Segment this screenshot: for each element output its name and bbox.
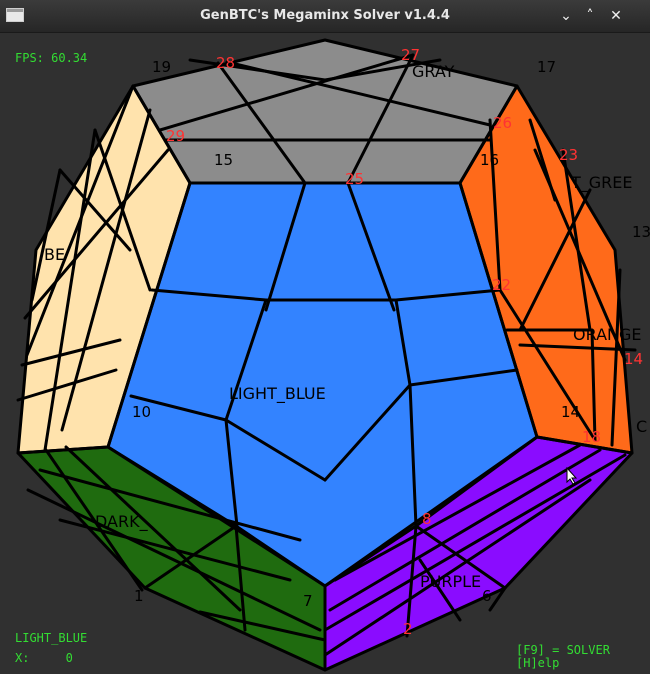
- piece-number: 27: [401, 46, 420, 64]
- fps-counter: FPS: 60.34: [15, 51, 88, 65]
- piece-number: 15: [214, 151, 233, 169]
- mouse-pointer-icon: [566, 467, 578, 485]
- piece-number: 28: [216, 54, 235, 72]
- piece-number: 25: [345, 170, 364, 188]
- window-title: GenBTC's Megaminx Solver v1.4.4: [200, 8, 450, 23]
- orange-sticker-lines: [488, 118, 637, 447]
- piece-number: 14: [624, 350, 643, 368]
- piece-number: 7: [303, 592, 313, 610]
- face-label-top: GRAY: [412, 62, 455, 81]
- face-label-bottom-left: DARK_: [95, 512, 149, 532]
- piece-number: 26: [493, 114, 512, 132]
- piece-number: 1: [134, 587, 144, 605]
- face-label-bottom-right: PURPLE: [420, 572, 481, 591]
- face-light-blue-outline: [106, 181, 539, 588]
- piece-number: 22: [492, 276, 511, 294]
- gray-sticker-lines: [158, 53, 492, 185]
- face-label-right: ORANGE: [573, 325, 641, 344]
- face-label-right-edge: C: [636, 417, 647, 436]
- light-blue-sticker-lines: [129, 181, 519, 528]
- close-button[interactable]: ✕: [610, 8, 622, 24]
- piece-number: 18: [582, 428, 601, 446]
- purple-sticker-lines: [323, 443, 627, 657]
- maximize-button[interactable]: ˄: [586, 8, 594, 24]
- minimize-button[interactable]: ⌄: [560, 8, 572, 24]
- current-face-readout: LIGHT_BLUE: [15, 631, 88, 645]
- piece-number: 14: [561, 403, 580, 421]
- piece-number: 2: [403, 620, 413, 638]
- piece-number: 16: [480, 151, 499, 169]
- face-beige[interactable]: [18, 86, 190, 453]
- face-light-blue[interactable]: [108, 183, 537, 586]
- piece-number: 10: [132, 403, 151, 421]
- piece-number: 19: [152, 58, 171, 76]
- piece-number: 6: [482, 587, 492, 605]
- x-rotation-readout: X: 0: [15, 651, 73, 665]
- piece-number: 17: [537, 58, 556, 76]
- face-label-right-top: T_GREE: [570, 173, 633, 193]
- dark-green-sticker-lines: [26, 445, 327, 642]
- piece-number: 29: [166, 127, 185, 145]
- face-label-front: LIGHT_BLUE: [229, 384, 326, 404]
- megaminx-canvas[interactable]: LIGHT_BLUE GRAY BE T_GREE ORANGE C DARK_…: [0, 33, 650, 674]
- app-window-icon: [6, 8, 24, 22]
- solver-hint: [F9] = SOLVER: [516, 643, 610, 657]
- piece-number: 8: [422, 510, 432, 528]
- piece-number: 13: [632, 223, 650, 241]
- render-viewport[interactable]: LIGHT_BLUE GRAY BE T_GREE ORANGE C DARK_…: [0, 33, 650, 674]
- piece-number: 23: [559, 146, 578, 164]
- face-orange[interactable]: [460, 86, 632, 453]
- face-label-left: BE: [44, 245, 65, 264]
- title-bar[interactable]: GenBTC's Megaminx Solver v1.4.4 ⌄ ˄ ✕: [0, 0, 650, 33]
- beige-sticker-lines: [16, 84, 170, 452]
- help-hint: [H]elp: [516, 656, 560, 670]
